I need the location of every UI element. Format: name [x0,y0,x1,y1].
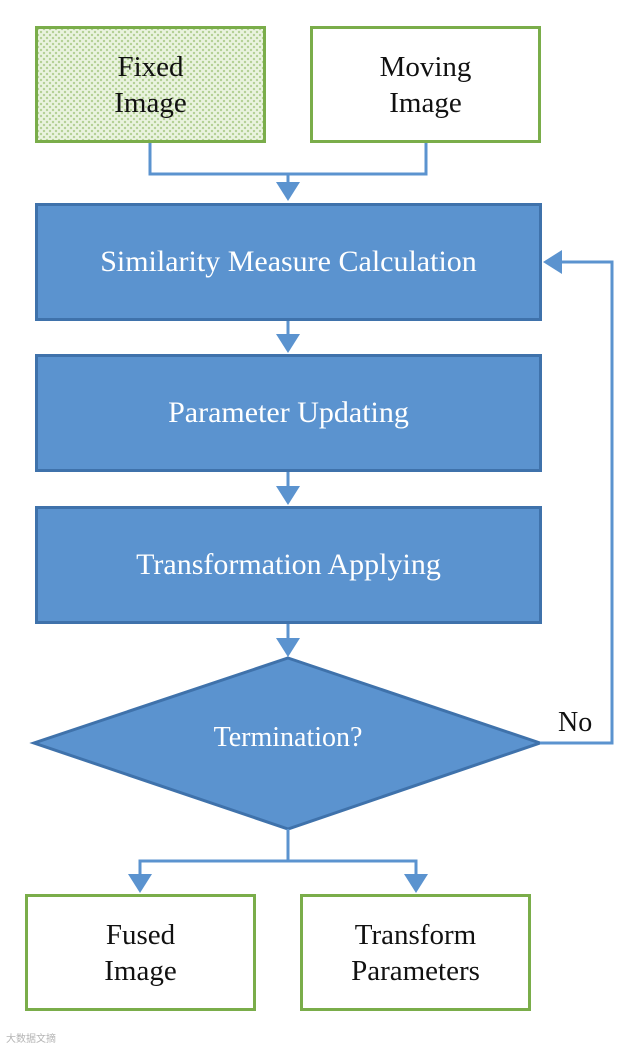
watermark: 大数据文摘 [6,1034,56,1045]
transformation-applying-node: Transformation Applying [35,506,542,624]
fused-image-node: Fused Image [25,894,256,1011]
connector-fixed-image [148,143,288,176]
connector-to-fused [138,859,288,876]
transform-parameters-line1: Transform [354,918,477,951]
arrowhead-into-transform-params [404,874,428,893]
moving-image-line1: Moving [379,50,472,83]
similarity-measure-label: Similarity Measure Calculation [100,245,477,278]
transform-parameters-node: Transform Parameters [300,894,531,1011]
arrowhead-into-similarity [276,182,300,201]
arrowhead-into-transformation [276,486,300,505]
connector-no-loop [540,260,614,745]
arrowhead-into-similarity-loop [543,250,562,274]
parameter-updating-label: Parameter Updating [168,396,409,429]
fixed-image-line2: Image [114,86,187,119]
fused-image-line2: Image [104,954,177,987]
parameter-updating-node: Parameter Updating [35,354,542,472]
transformation-applying-label: Transformation Applying [136,548,441,581]
no-branch-label: No [558,707,593,738]
termination-label: Termination? [213,722,363,753]
arrowhead-into-fused [128,874,152,893]
similarity-measure-node: Similarity Measure Calculation [35,203,542,321]
fixed-image-node: Fixed Image [35,26,266,143]
transform-parameters-line2: Parameters [351,954,480,987]
moving-image-line2: Image [389,86,462,119]
arrowhead-into-parameter [276,334,300,353]
moving-image-node: Moving Image [310,26,541,143]
fused-image-line1: Fused [105,918,176,951]
fixed-image-line1: Fixed [117,50,184,83]
arrowhead-into-termination [276,638,300,657]
connector-to-transform-params [288,859,418,876]
connector-moving-image [288,143,428,176]
